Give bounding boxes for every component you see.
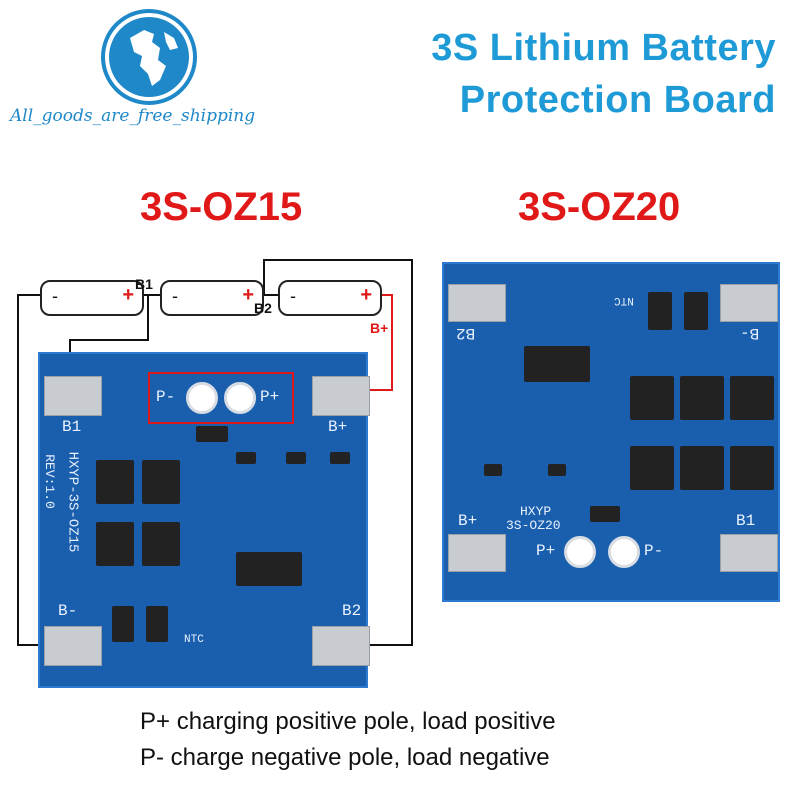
silk-bplus: B+ bbox=[458, 512, 478, 530]
diode bbox=[590, 506, 620, 522]
shunt-resistor bbox=[684, 292, 708, 330]
wire-label-b1: B1 bbox=[135, 276, 153, 292]
caption-line-1: P+ charging positive pole, load positive bbox=[140, 708, 556, 735]
silk-ntc: NTC bbox=[614, 294, 634, 306]
silk-b2: B2 bbox=[342, 602, 362, 620]
cell-minus-label: - bbox=[290, 286, 296, 306]
globe-icon bbox=[101, 9, 197, 105]
cell-minus-label: - bbox=[52, 286, 58, 306]
cell-minus-label: - bbox=[172, 286, 178, 306]
silk-ntc: NTC bbox=[184, 634, 204, 646]
mosfet bbox=[630, 446, 674, 490]
caption-line-2: P- charge negative pole, load negative bbox=[140, 744, 550, 771]
silk-p-plus: P+ bbox=[536, 542, 556, 560]
pad-b1 bbox=[44, 376, 102, 416]
mosfet bbox=[630, 376, 674, 420]
silk-bminus: B- bbox=[58, 602, 78, 620]
silk-b1: B1 bbox=[62, 418, 82, 436]
shunt-resistor bbox=[146, 606, 168, 642]
battery-cell-3: - + bbox=[278, 280, 382, 316]
control-ic bbox=[524, 346, 590, 382]
resistor bbox=[484, 464, 502, 476]
model-label-left: 3S-OZ15 bbox=[140, 185, 303, 229]
pad-bplus bbox=[448, 534, 506, 572]
p-plus-hole bbox=[224, 382, 256, 414]
model-label-right: 3S-OZ20 bbox=[518, 185, 681, 229]
resistor bbox=[548, 464, 566, 476]
silk-brand: HXYP bbox=[520, 504, 552, 519]
pcb-board-oz20: B2 B- B+ B1 HXYP 3S-OZ20 NTC P+ P- bbox=[442, 262, 780, 602]
mosfet bbox=[680, 376, 724, 420]
mosfet bbox=[96, 460, 134, 504]
resistor bbox=[236, 452, 256, 464]
shunt-resistor bbox=[648, 292, 672, 330]
silk-p-plus: P+ bbox=[260, 388, 280, 406]
cell-plus-label: + bbox=[360, 284, 372, 306]
silk-p-minus: P- bbox=[644, 542, 664, 560]
pad-bminus bbox=[720, 284, 778, 322]
resistor bbox=[330, 452, 350, 464]
pad-b1 bbox=[720, 534, 778, 572]
battery-cell-1: - + bbox=[40, 280, 144, 316]
diode bbox=[196, 426, 228, 442]
silk-rev: REV:1.0 bbox=[41, 454, 57, 509]
silk-bminus: B- bbox=[740, 324, 760, 342]
pcb-board-oz15: P- P+ B1 B+ B- B2 HXYP-3S-OZ15 REV:1.0 N… bbox=[38, 352, 370, 688]
cell-plus-label: + bbox=[122, 284, 134, 306]
mosfet bbox=[142, 460, 180, 504]
mosfet bbox=[680, 446, 724, 490]
control-ic bbox=[236, 552, 302, 586]
silk-model: 3S-OZ20 bbox=[506, 518, 561, 533]
silk-bplus: B+ bbox=[328, 418, 348, 436]
mosfet bbox=[730, 446, 774, 490]
store-logo bbox=[100, 8, 198, 106]
pad-b2 bbox=[312, 626, 370, 666]
mosfet bbox=[142, 522, 180, 566]
silk-p-minus: P- bbox=[156, 388, 176, 406]
pad-bminus bbox=[44, 626, 102, 666]
p-plus-hole bbox=[564, 536, 596, 568]
pad-bplus bbox=[312, 376, 370, 416]
silk-model: HXYP-3S-OZ15 bbox=[64, 451, 81, 553]
cell-plus-label: + bbox=[242, 284, 254, 306]
silk-b2: B2 bbox=[456, 324, 476, 342]
p-terminal-box bbox=[148, 372, 294, 424]
p-minus-hole bbox=[186, 382, 218, 414]
title-line-1: 3S Lithium Battery bbox=[431, 27, 776, 69]
title-line-2: Protection Board bbox=[459, 79, 776, 121]
page-title: 3S Lithium Battery Protection Board bbox=[431, 22, 776, 126]
silk-b1: B1 bbox=[736, 512, 756, 530]
p-minus-hole bbox=[608, 536, 640, 568]
wire-label-bplus: B+ bbox=[370, 320, 389, 336]
mosfet bbox=[730, 376, 774, 420]
mosfet bbox=[96, 522, 134, 566]
store-name: All_goods_are_free_shipping bbox=[10, 106, 256, 126]
battery-cell-2: - + bbox=[160, 280, 264, 316]
wire-label-b2: B2 bbox=[254, 300, 272, 316]
shunt-resistor bbox=[112, 606, 134, 642]
resistor bbox=[286, 452, 306, 464]
pad-b2 bbox=[448, 284, 506, 322]
